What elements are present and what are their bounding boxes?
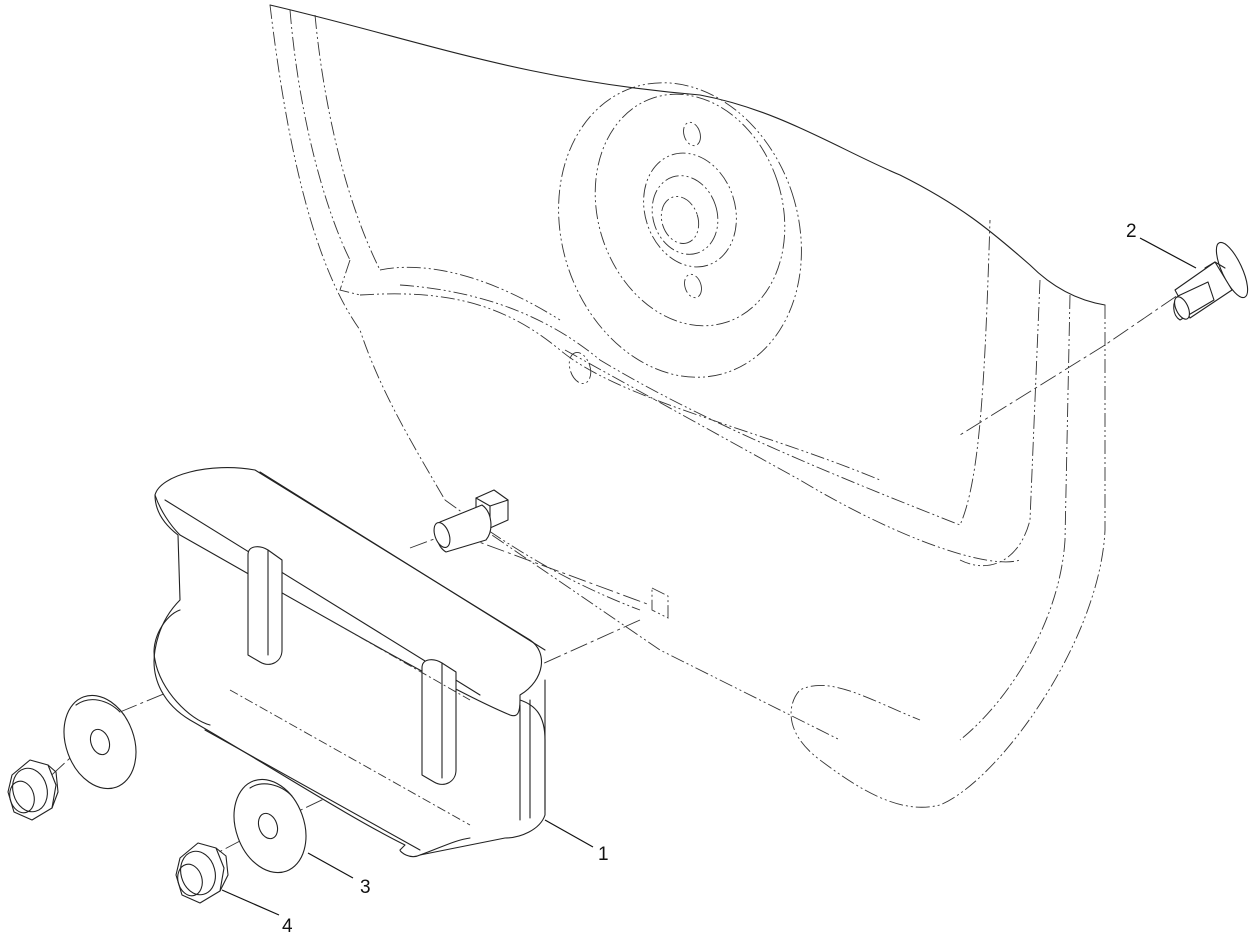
- deck-housing-phantom: [269, 4, 1106, 808]
- leader-2: [1139, 237, 1197, 269]
- housing-right-edge: [790, 305, 1106, 808]
- carriage-bolt-installed: [433, 489, 509, 553]
- spindle-bore: [660, 196, 700, 244]
- leader-1: [544, 819, 594, 848]
- callout-2: 2: [1126, 221, 1137, 242]
- callout-1: 1: [598, 844, 609, 865]
- leader-4: [221, 889, 280, 916]
- housing-side-hole: [568, 352, 592, 384]
- weight-bracket-part-1: [153, 467, 546, 858]
- flange-nut-part-4: [175, 842, 229, 904]
- carriage-bolt-part-2: [1173, 241, 1249, 321]
- flange-nut-upper: [7, 759, 59, 821]
- callout-leaders: [221, 237, 1197, 916]
- left-slot: [247, 546, 283, 665]
- square-slot: [651, 587, 669, 619]
- callout-4: 4: [282, 916, 293, 937]
- spindle-pad-outer: [558, 82, 802, 378]
- mount-hole-top: [683, 121, 701, 147]
- spindle-boss: [643, 152, 737, 268]
- callout-3: 3: [360, 877, 371, 898]
- washer-upper: [63, 694, 137, 790]
- mount-hole-bottom: [684, 273, 702, 299]
- leader-3: [307, 852, 354, 879]
- housing-top-edge: [269, 4, 1106, 306]
- housing-left-edge: [269, 4, 446, 501]
- right-slot: [421, 659, 457, 785]
- washer-part-3: [233, 778, 307, 874]
